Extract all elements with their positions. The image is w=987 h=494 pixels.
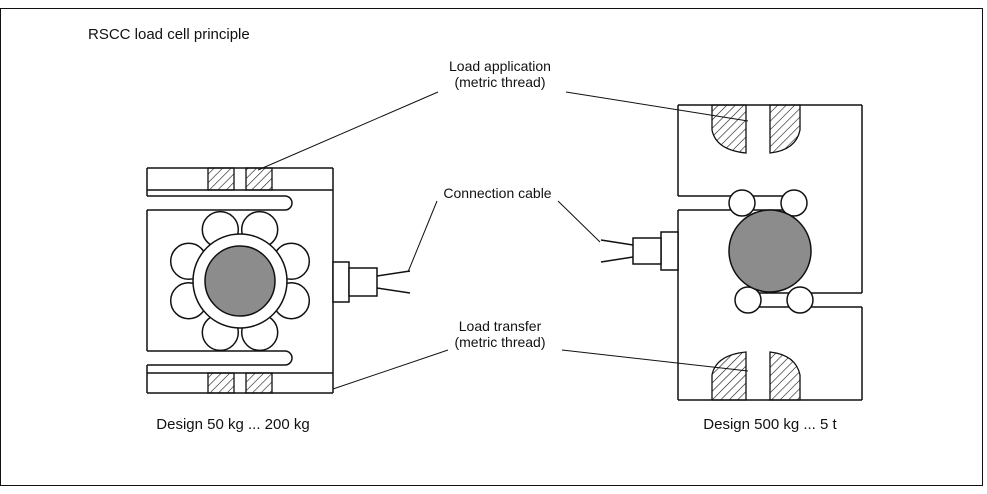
left-cell-plate-lines — [147, 189, 333, 374]
label-load-application-line1: Load application — [449, 58, 551, 74]
left-cell-center-bore — [204, 245, 276, 317]
label-load-transfer: Load transfer (metric thread) — [400, 318, 600, 350]
right-cell-connector-body — [632, 237, 662, 265]
label-load-application: Load application (metric thread) — [400, 58, 600, 90]
left-cell-bottom-thread-hatch-right — [245, 372, 273, 394]
left-load-cell-drawing — [146, 167, 411, 394]
right-cell-top-thread-hatch-right — [769, 104, 801, 154]
right-cell-center-bore — [728, 209, 812, 293]
right-cell-cable-wires — [600, 239, 634, 263]
leader-connection-cable-right — [557, 200, 601, 243]
diagram-title: RSCC load cell principle — [88, 26, 250, 43]
left-cell-bottom-thread-hatch-left — [207, 372, 235, 394]
leader-load-transfer-left — [332, 349, 449, 390]
caption-design-left: Design 50 kg ... 200 kg — [156, 416, 310, 433]
left-cell-top-slot — [147, 195, 293, 211]
left-cell-connector — [332, 261, 411, 303]
right-load-cell-drawing — [600, 104, 863, 401]
label-load-transfer-line2: (metric thread) — [454, 334, 546, 350]
leader-lines — [257, 91, 749, 390]
leader-load-application-right — [565, 91, 749, 122]
leader-load-application-left — [257, 91, 439, 171]
left-cell-connector-body — [348, 267, 378, 297]
right-cell-connector — [600, 231, 679, 271]
right-cell-bottom-thread-hatch-right — [769, 351, 801, 401]
left-cell-top-thread-hatch-right — [245, 167, 273, 191]
right-cell-upper-slot — [678, 189, 808, 217]
left-cell-bottom-slot — [147, 350, 293, 366]
leader-connection-cable-left — [407, 200, 438, 273]
caption-design-right: Design 500 kg ... 5 t — [703, 416, 837, 433]
left-cell-connector-flange — [332, 261, 350, 303]
leader-load-transfer-right — [561, 349, 749, 372]
left-cell-cable-wires — [376, 270, 411, 294]
right-cell-lower-slot — [734, 286, 862, 314]
right-cell-connector-flange — [660, 231, 679, 271]
right-cell-bottom-thread-hatch-left — [711, 351, 747, 401]
diagram-frame-border — [0, 8, 983, 486]
label-connection-cable: Connection cable — [443, 185, 552, 201]
label-load-transfer-line1: Load transfer — [458, 318, 542, 334]
left-cell-top-thread-hatch-left — [207, 167, 235, 191]
label-load-application-line2: (metric thread) — [454, 74, 546, 90]
